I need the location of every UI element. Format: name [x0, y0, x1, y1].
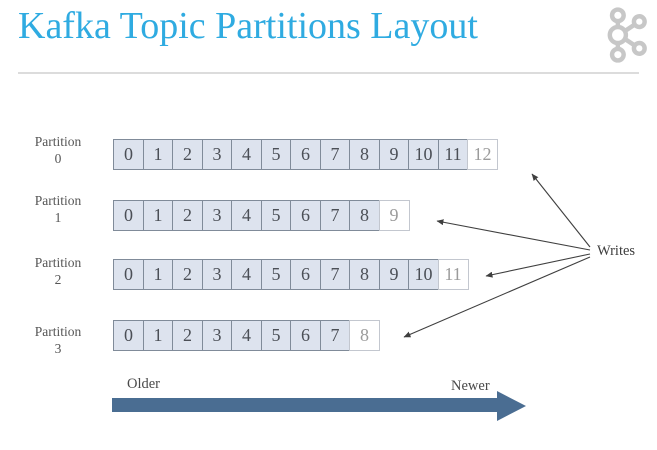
offset-cell: 0	[113, 320, 144, 351]
offset-cell: 4	[231, 259, 262, 290]
offset-cell: 10	[408, 139, 439, 170]
next-offset-cell: 11	[437, 259, 469, 290]
partition-number: 1	[54, 210, 62, 225]
next-offset-cell: 8	[349, 320, 380, 351]
offset-cell: 6	[290, 259, 321, 290]
writes-label: Writes	[597, 243, 636, 259]
older-label: Older	[127, 376, 161, 392]
offset-cell: 6	[290, 320, 321, 351]
partition-label-0: Partition 0	[16, 133, 100, 167]
write-arrow-lines	[403, 173, 591, 338]
offset-cell: 4	[231, 320, 262, 351]
partition-label-text: Partition	[34, 134, 82, 149]
offset-cell: 9	[378, 259, 410, 290]
offset-cell: 5	[260, 139, 292, 170]
next-offset-cell: 12	[467, 139, 498, 170]
offset-cell: 1	[142, 139, 174, 170]
offset-cell: 3	[201, 200, 233, 231]
offset-cell: 7	[319, 320, 351, 351]
offset-cell: 5	[260, 200, 292, 231]
offset-cell: 5	[260, 320, 292, 351]
offset-cell: 5	[260, 259, 292, 290]
offset-cell: 10	[408, 259, 439, 290]
offset-cell: 2	[172, 259, 203, 290]
partition-label-1: Partition 1	[16, 192, 100, 226]
offset-cell: 4	[231, 200, 262, 231]
partition-number: 0	[54, 151, 62, 166]
partition-number: 2	[54, 272, 62, 287]
offset-cell: 2	[172, 320, 203, 351]
offset-cell: 0	[113, 259, 144, 290]
partition-number: 3	[54, 341, 62, 356]
offset-cell: 9	[378, 139, 410, 170]
partition-label-2: Partition 2	[16, 254, 100, 288]
offset-cell: 3	[201, 139, 233, 170]
offset-cell: 7	[319, 200, 351, 231]
offset-cell: 8	[349, 259, 380, 290]
offset-cell: 3	[201, 259, 233, 290]
partition-label-text: Partition	[34, 193, 82, 208]
partition-label-text: Partition	[34, 324, 82, 339]
timeline-arrow	[112, 391, 526, 421]
offset-cell: 11	[437, 139, 469, 170]
newer-label: Newer	[451, 378, 490, 394]
offset-cell: 0	[113, 139, 144, 170]
offset-cell: 2	[172, 139, 203, 170]
offset-cell: 8	[349, 200, 380, 231]
offset-cell: 6	[290, 200, 321, 231]
slide-title: Kafka Topic Partitions Layout	[18, 5, 478, 47]
partition-label-text: Partition	[34, 255, 82, 270]
offset-cell: 4	[231, 139, 262, 170]
offset-cell: 8	[349, 139, 380, 170]
offset-cell: 2	[172, 200, 203, 231]
next-offset-cell: 9	[378, 200, 410, 231]
offset-cell: 1	[142, 200, 174, 231]
title-divider	[18, 72, 639, 74]
offset-cell: 1	[142, 259, 174, 290]
kafka-logo-icon	[607, 7, 647, 63]
offset-cell: 6	[290, 139, 321, 170]
offset-cell: 1	[142, 320, 174, 351]
offset-cell: 0	[113, 200, 144, 231]
offset-cell: 7	[319, 139, 351, 170]
offset-cell: 3	[201, 320, 233, 351]
partition-label-3: Partition 3	[16, 323, 100, 357]
offset-cell: 7	[319, 259, 351, 290]
